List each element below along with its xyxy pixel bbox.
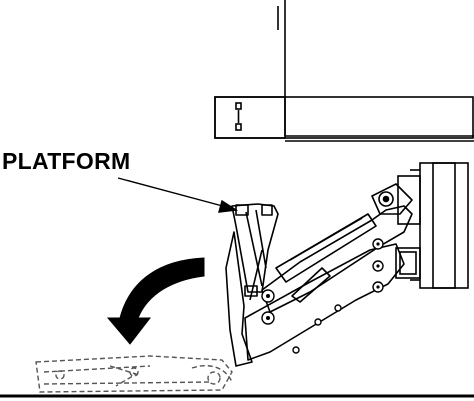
platform-folded [225,203,279,367]
platform-callout-label: PLATFORM [2,148,131,174]
lift-arms [244,183,413,361]
platform-stowed-dashed [35,355,233,393]
leader-arrow-icon [117,177,239,213]
vehicle-body [277,0,474,137]
curved-rotation-arrow-icon [106,257,205,345]
pivot-bolt-centers [266,242,380,320]
mounting-plate [395,162,469,289]
frame-rail-bracket [214,96,474,142]
